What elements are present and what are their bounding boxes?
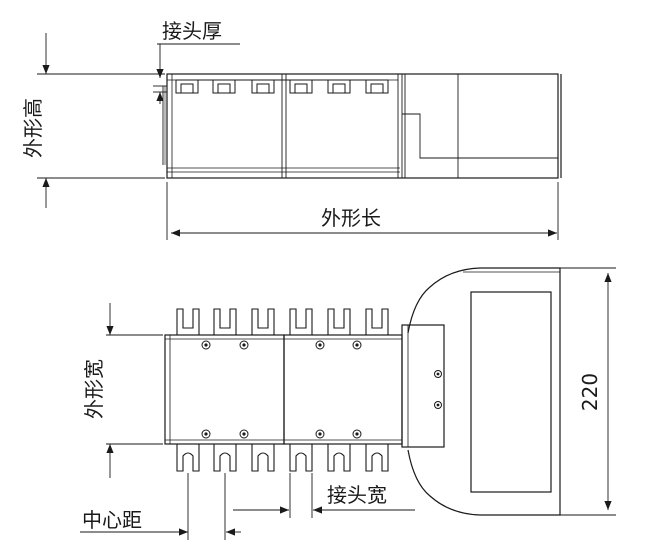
top-view-terminals: [176, 308, 389, 472]
height-220-label: 220: [578, 373, 602, 411]
outer-width-label: 外形宽: [82, 359, 106, 419]
joint-width-label: 接头宽: [327, 483, 387, 507]
side-view: 接头厚 外形高 外形长: [21, 19, 562, 240]
joint-thickness-label: 接头厚: [162, 19, 222, 43]
side-view-terminals: [175, 79, 389, 94]
side-view-dimensions: [37, 33, 559, 240]
top-view-body: [164, 267, 561, 516]
side-view-body: [162, 73, 562, 179]
top-view-screws: [201, 340, 442, 439]
top-view: 外形宽 220 中心距 接头宽: [80, 267, 616, 540]
center-distance-label: 中心距: [82, 508, 142, 532]
outer-height-label: 外形高: [21, 98, 45, 158]
top-view-dimensions: [80, 267, 616, 540]
outer-length-label: 外形长: [321, 206, 381, 230]
